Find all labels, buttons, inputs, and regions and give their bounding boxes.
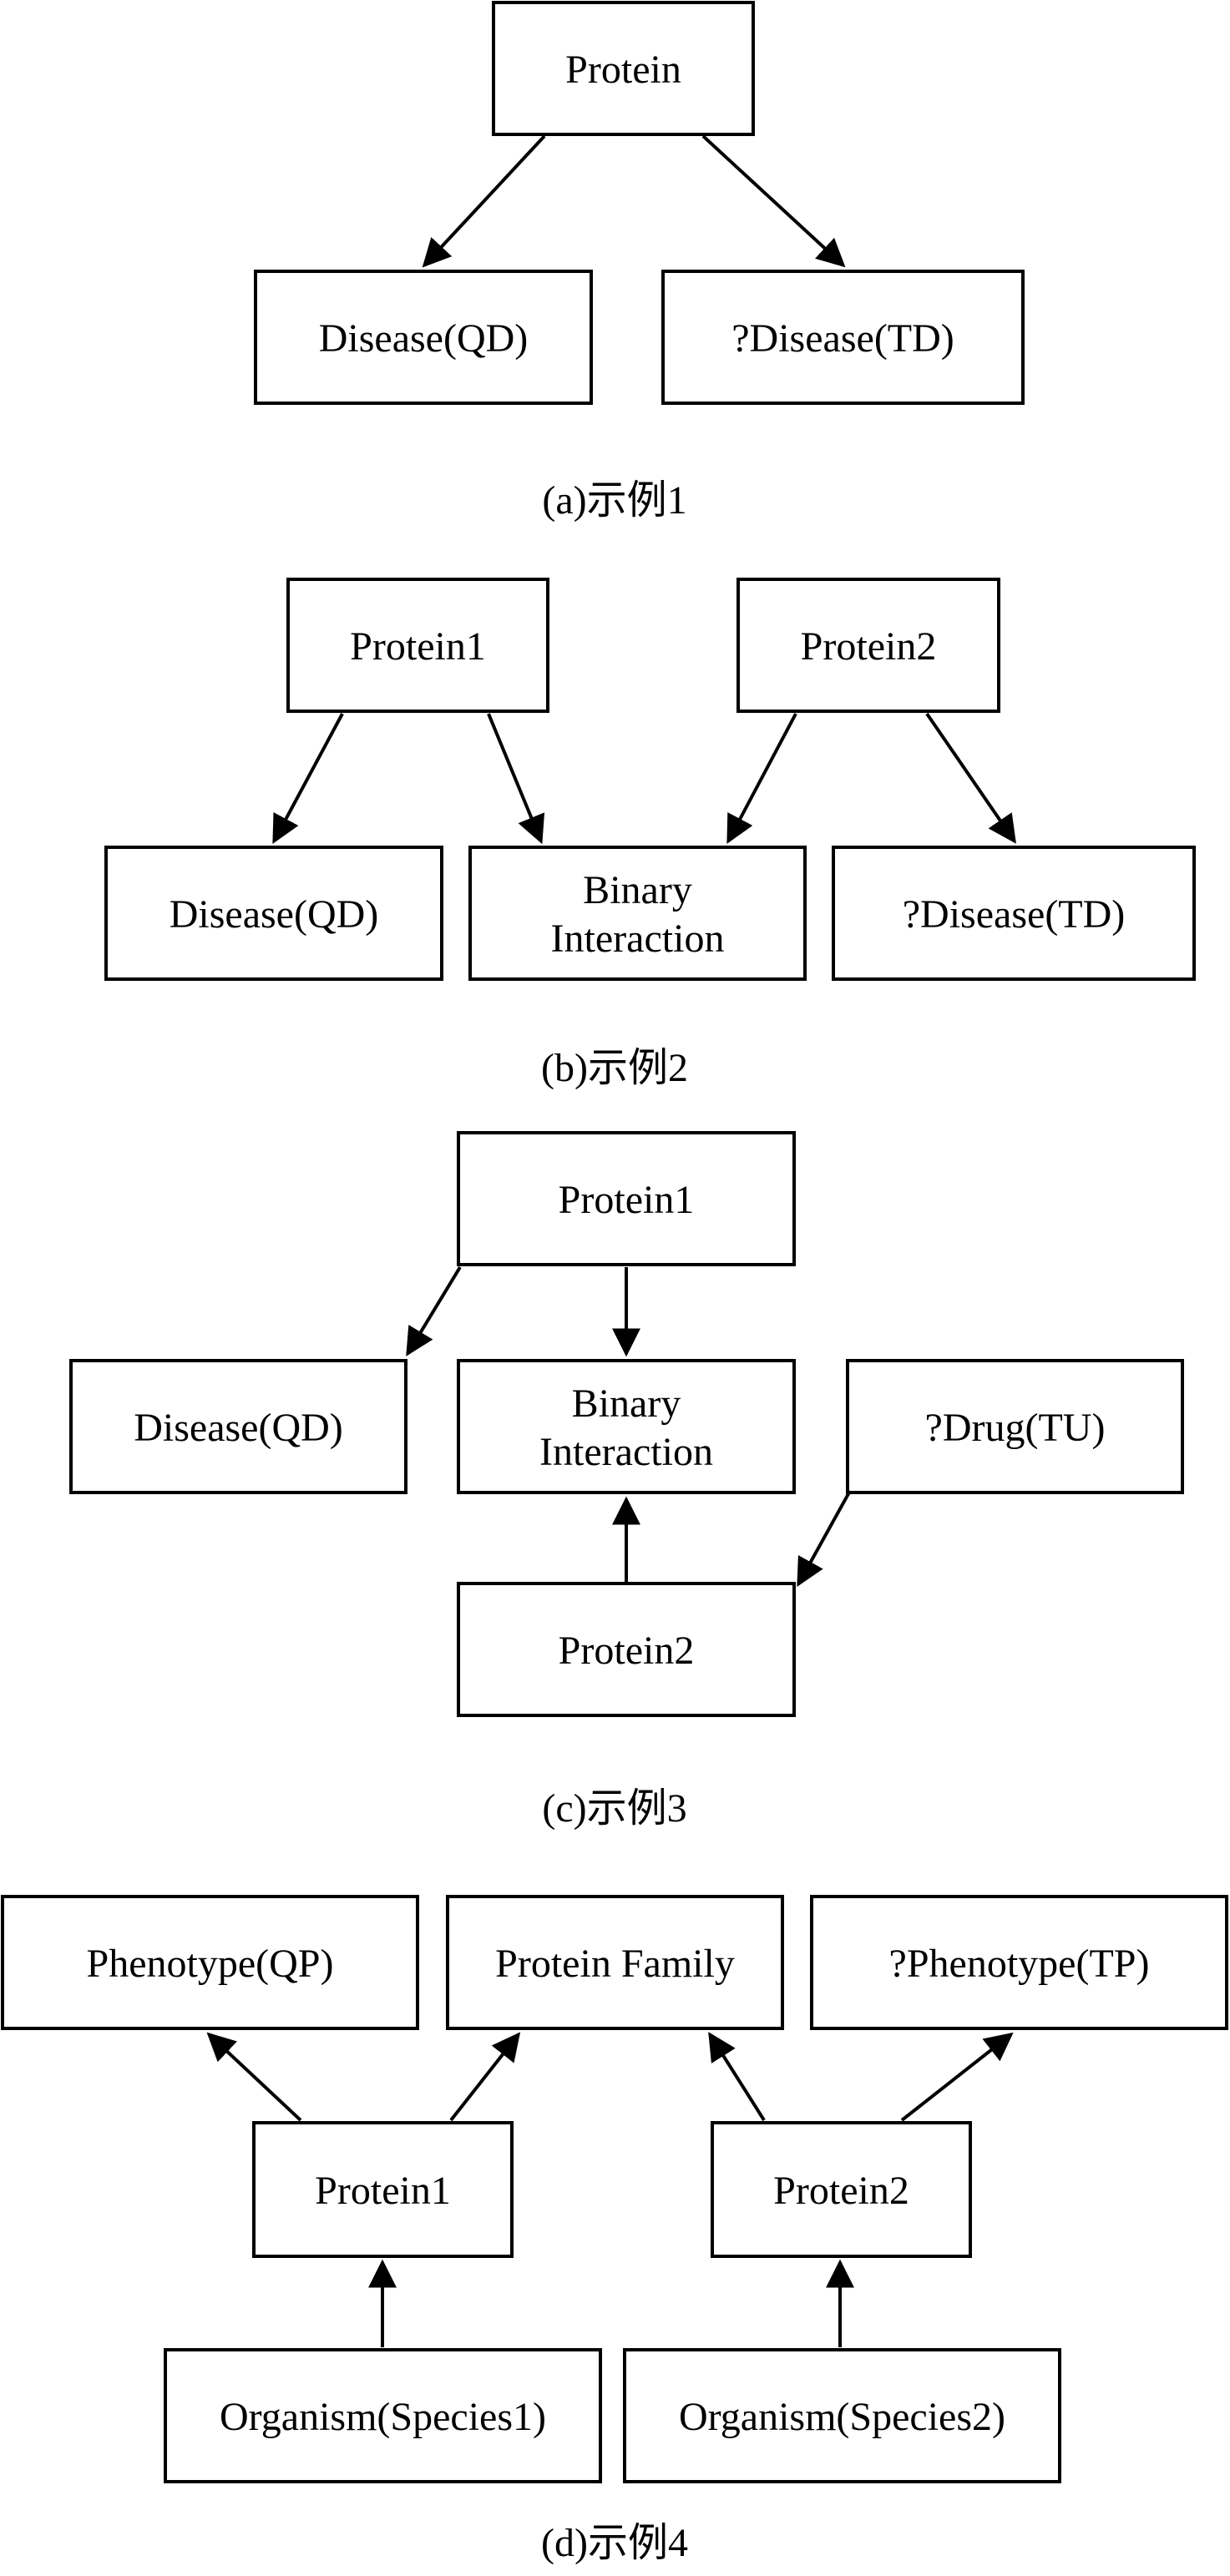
node-label: Organism(Species2) bbox=[679, 2395, 1005, 2439]
edge-drug-tu-to-protein2 bbox=[797, 1490, 852, 1587]
node-protein1: Protein1 bbox=[286, 578, 549, 713]
node-box bbox=[623, 2348, 1061, 2483]
node-label: Disease(QD) bbox=[170, 892, 379, 937]
node-protein1: Protein1 bbox=[457, 1131, 796, 1266]
node-label: ?Disease(TD) bbox=[903, 892, 1126, 937]
edge-protein-to-disease-td bbox=[701, 134, 846, 268]
node-box bbox=[832, 846, 1196, 981]
node-box bbox=[661, 270, 1025, 405]
node-label: Interaction bbox=[539, 1430, 713, 1474]
node-box bbox=[104, 846, 443, 981]
node-label: Binary bbox=[583, 868, 692, 912]
node-box bbox=[1, 1895, 419, 2030]
node-protein2: Protein2 bbox=[711, 2121, 972, 2258]
node-label: Protein1 bbox=[315, 2169, 451, 2213]
node-label: Interaction bbox=[551, 917, 725, 961]
node-organism-species1: Organism(Species1) bbox=[164, 2348, 602, 2483]
node-box bbox=[492, 1, 755, 136]
panel-caption: (b)示例2 bbox=[541, 1046, 688, 1090]
node-label: Binary bbox=[572, 1381, 681, 1426]
panel-caption: (d)示例4 bbox=[541, 2521, 688, 2565]
node-label: Organism(Species1) bbox=[220, 2395, 546, 2439]
node-protein2: Protein2 bbox=[736, 578, 1000, 713]
node-box bbox=[457, 1131, 796, 1266]
edge-protein1-to-phenotype-qp bbox=[206, 2032, 302, 2122]
node-label: Disease(QD) bbox=[134, 1406, 343, 1450]
panel-caption: (c)示例3 bbox=[542, 1786, 686, 1831]
node-protein2: Protein2 bbox=[457, 1582, 796, 1717]
node-label: ?Disease(TD) bbox=[731, 316, 954, 361]
node-disease-qd: Disease(QD) bbox=[254, 270, 593, 405]
node-label: ?Drug(TU) bbox=[925, 1406, 1106, 1450]
node-box bbox=[711, 2121, 972, 2258]
node-protein-family: Protein Family bbox=[446, 1895, 784, 2030]
node-label: Disease(QD) bbox=[319, 316, 529, 361]
node-organism-species2: Organism(Species2) bbox=[623, 2348, 1061, 2483]
node-box bbox=[252, 2121, 514, 2258]
node-box bbox=[164, 2348, 602, 2483]
node-disease-qd: Disease(QD) bbox=[104, 846, 443, 981]
node-box bbox=[286, 578, 549, 713]
node-disease-td: ?Disease(TD) bbox=[832, 846, 1196, 981]
node-box bbox=[457, 1582, 796, 1717]
node-label: Protein Family bbox=[495, 1942, 735, 1986]
edge-protein1-to-protein-family bbox=[449, 2032, 521, 2122]
node-label: Phenotype(QP) bbox=[87, 1942, 334, 1986]
node-label: Protein1 bbox=[559, 1178, 695, 1222]
node-box bbox=[69, 1359, 407, 1494]
node-box bbox=[254, 270, 593, 405]
edge-protein1-to-binary-interaction bbox=[487, 713, 545, 845]
edge-protein2-to-binary-interaction bbox=[726, 713, 797, 845]
panel-caption: (a)示例1 bbox=[542, 478, 686, 523]
node-disease-qd: Disease(QD) bbox=[69, 1359, 407, 1494]
edge-protein-to-disease-qd bbox=[422, 134, 546, 268]
node-box bbox=[846, 1359, 1184, 1494]
node-protein1: Protein1 bbox=[252, 2121, 514, 2258]
node-box bbox=[468, 846, 807, 981]
node-disease-td: ?Disease(TD) bbox=[661, 270, 1025, 405]
edge-protein2-to-protein-family bbox=[708, 2032, 766, 2122]
node-phenotype-tp: ?Phenotype(TP) bbox=[810, 1895, 1228, 2030]
node-box bbox=[736, 578, 1000, 713]
node-label: Protein2 bbox=[559, 1629, 695, 1673]
node-box bbox=[457, 1359, 796, 1494]
node-label: Protein2 bbox=[801, 624, 937, 669]
node-label: Protein bbox=[565, 48, 681, 92]
node-box bbox=[810, 1895, 1228, 2030]
edge-protein2-to-phenotype-tp bbox=[900, 2032, 1014, 2122]
node-protein: Protein bbox=[492, 1, 755, 136]
edge-protein1-to-disease-qd bbox=[406, 1265, 462, 1356]
node-label: Protein1 bbox=[350, 624, 486, 669]
node-label: ?Phenotype(TP) bbox=[889, 1942, 1150, 1986]
edge-protein2-to-disease-td bbox=[925, 712, 1016, 844]
node-label: Protein2 bbox=[773, 2169, 909, 2213]
node-box bbox=[446, 1895, 784, 2030]
node-phenotype-qp: Phenotype(QP) bbox=[1, 1895, 419, 2030]
edge-protein1-to-disease-qd bbox=[272, 713, 344, 844]
node-drug-tu: ?Drug(TU) bbox=[846, 1359, 1184, 1494]
